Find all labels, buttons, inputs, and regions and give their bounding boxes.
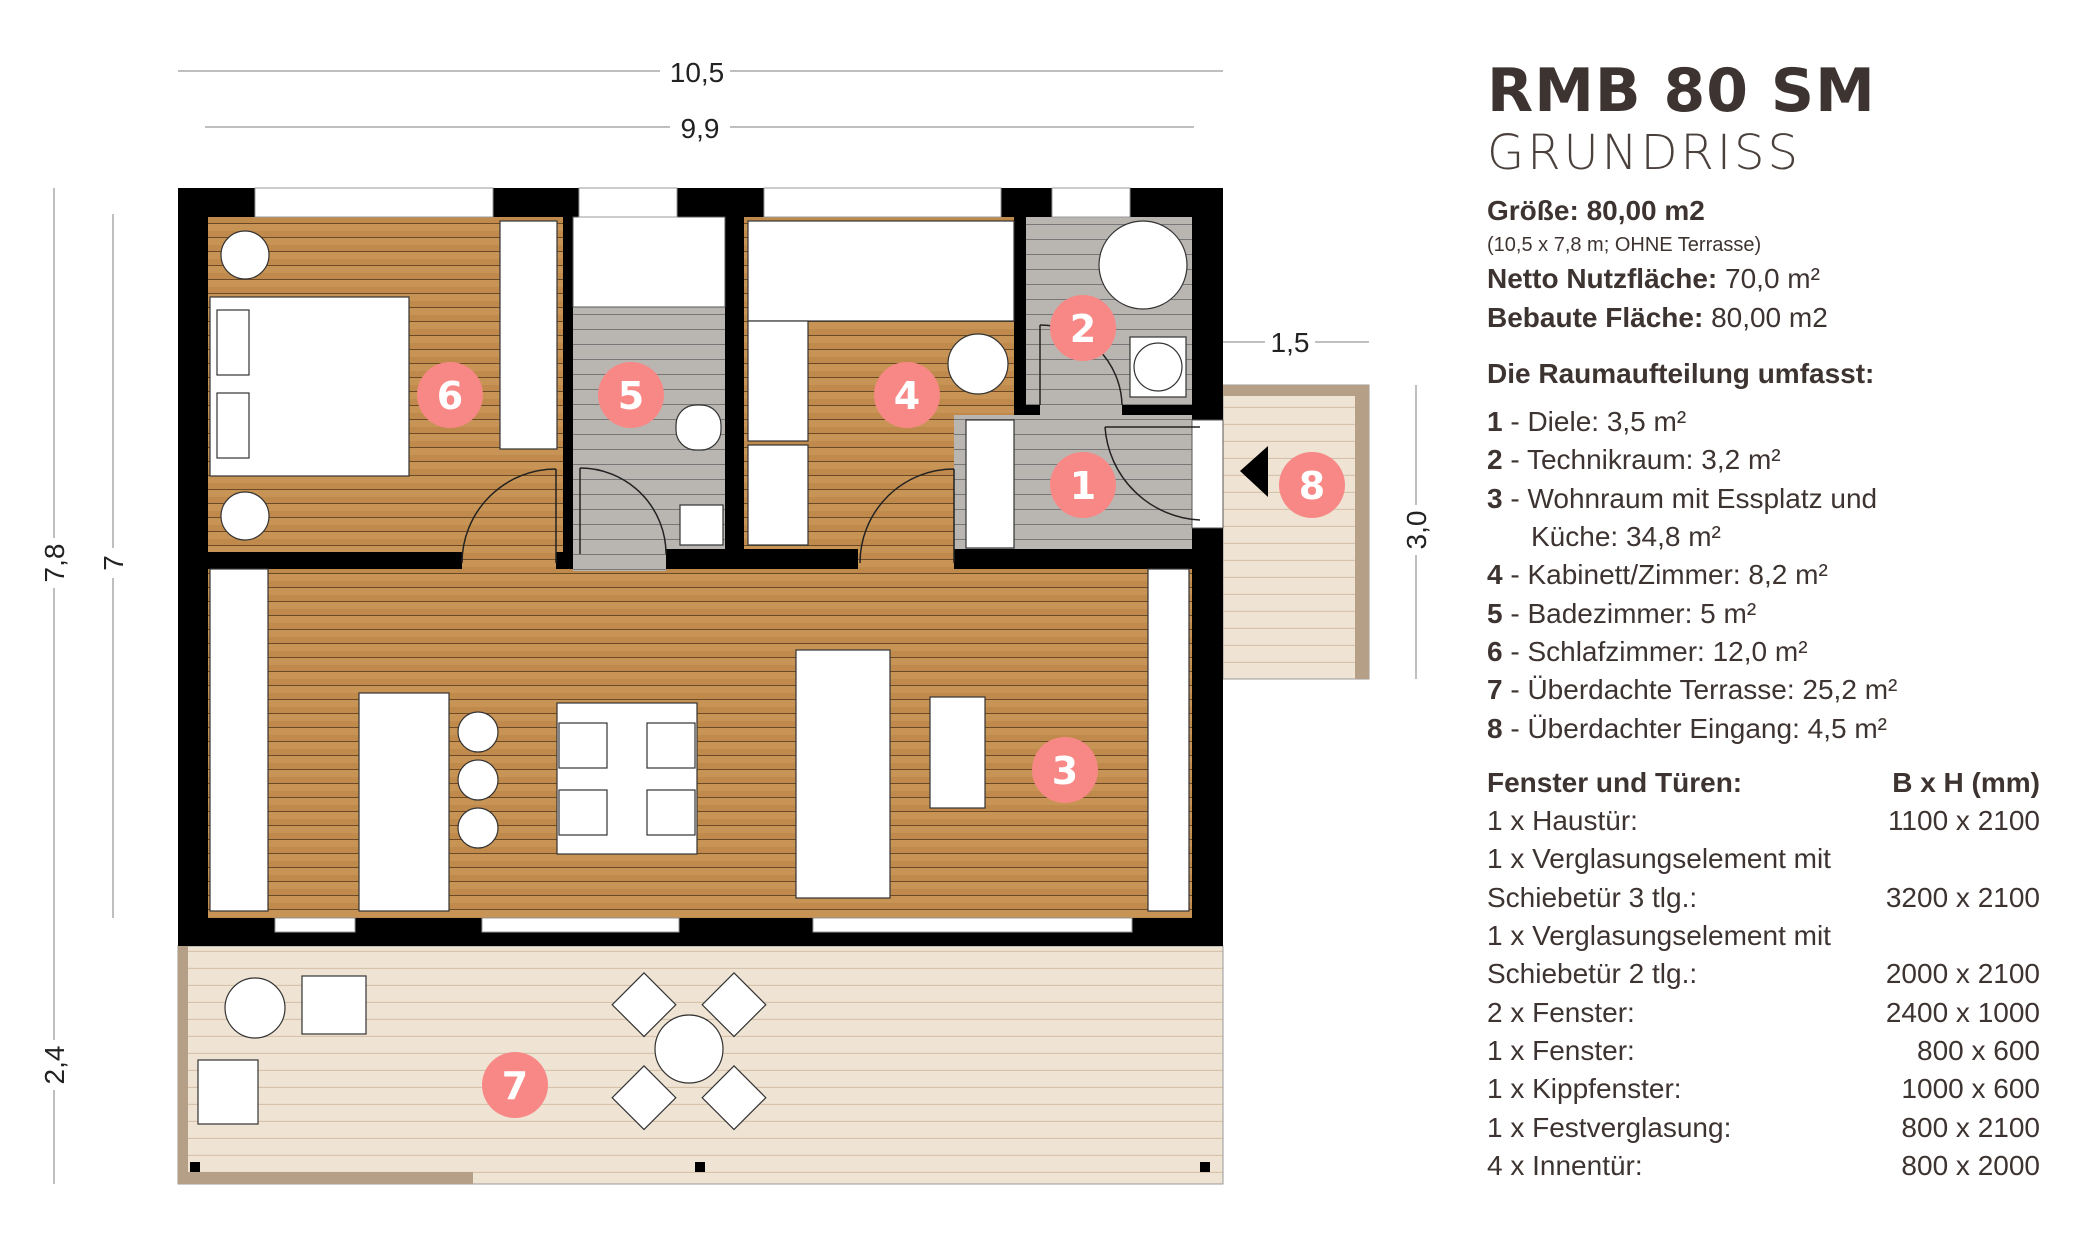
size-label: Größe:	[1487, 195, 1579, 226]
opening-row: 1 x Festverglasung:800 x 2100	[1487, 1111, 2040, 1143]
net-area-value: 70,0 m²	[1725, 263, 1820, 295]
badge-room-3: 3	[1032, 737, 1098, 803]
opening-row: 4 x Innentür:800 x 2000	[1487, 1149, 2040, 1181]
entrance-railing	[1223, 385, 1369, 679]
entrance-terrace-8	[1222, 384, 1370, 680]
dim-total-width: 10,5	[670, 57, 725, 88]
size-note: (10,5 x 7,8 m; OHNE Terrasse)	[1487, 234, 1762, 257]
door-opening-6	[462, 549, 556, 571]
openings-header: Fenster und Türen:B x H (mm)	[1487, 766, 2040, 798]
svg-text:5: 5	[618, 374, 644, 418]
size-value: 80,00 m2	[1586, 195, 1705, 226]
net-area-label: Netto Nutzfläche:	[1487, 263, 1718, 295]
dim-inner-width: 9,9	[681, 113, 720, 144]
rooms-heading: Die Raumaufteilung umfasst:	[1487, 357, 1875, 389]
opening-row: 1 x Fenster:800 x 600	[1487, 1034, 2040, 1066]
svg-text:8: 8	[1299, 464, 1325, 508]
room-item: 8 - Überdachter Eingang: 4,5 m²	[1487, 712, 1887, 744]
badge-room-8: 8	[1279, 452, 1345, 518]
dim-entrance-width: 1,5	[1271, 327, 1310, 358]
svg-text:6: 6	[437, 374, 463, 418]
opening-row: 1 x Haustür:1100 x 2100	[1487, 805, 2040, 837]
svg-text:2: 2	[1070, 307, 1096, 351]
built-area-line: Bebaute Fläche: 80,00 m2	[1487, 299, 2047, 337]
svg-text:3: 3	[1052, 749, 1078, 793]
door-opening-2	[1040, 403, 1122, 417]
net-area-line: Netto Nutzfläche: 70,0 m²	[1487, 260, 2047, 298]
room-item: 5 - Badezimmer: 5 m²	[1487, 597, 1757, 629]
badge-room-7: 7	[482, 1052, 548, 1118]
room-item: 6 - Schlafzimmer: 12,0 m²	[1487, 635, 1808, 667]
bathroom-shower	[572, 216, 726, 308]
page-subtitle: GRUNDRISS	[1487, 125, 1801, 181]
dim-terrace-depth: 2,4	[39, 1046, 70, 1085]
built-area-value: 80,00 m2	[1711, 301, 1828, 333]
door-opening-5	[573, 549, 666, 571]
svg-text:1: 1	[1070, 464, 1096, 508]
size-line: Größe: 80,00 m2	[1487, 192, 2047, 230]
svg-text:4: 4	[894, 374, 920, 418]
openings-table: Fenster und Türen:B x H (mm) 1 x Haustür…	[1487, 764, 2040, 1185]
opening-row: 1 x Verglasungselement mit	[1487, 843, 1831, 875]
badge-room-4: 4	[874, 362, 940, 428]
room-item: 1 - Diele: 3,5 m²	[1487, 406, 1687, 438]
furniture	[197, 220, 1190, 1131]
badge-room-2: 2	[1050, 295, 1116, 361]
room-item: 7 - Überdachte Terrasse: 25,2 m²	[1487, 674, 1898, 706]
badge-room-1: 1	[1050, 452, 1116, 518]
badge-room-5: 5	[598, 362, 664, 428]
room-badges: 1 2 3 4 5 6 7 8	[417, 295, 1345, 1118]
dim-entrance-depth: 3,0	[1401, 511, 1432, 550]
opening-row: Schiebetür 3 tlg.:3200 x 2100	[1487, 881, 2040, 913]
room-item-continued: Küche: 34,8 m²	[1531, 521, 1721, 553]
dim-inner-depth: 7	[98, 555, 129, 571]
opening-row: 1 x Verglasungselement mit	[1487, 920, 1831, 952]
built-area-label: Bebaute Fläche:	[1487, 301, 1704, 333]
opening-row: 2 x Fenster:2400 x 1000	[1487, 996, 2040, 1028]
dim-total-depth: 7,8	[39, 544, 70, 583]
opening-row: Schiebetür 2 tlg.:2000 x 2100	[1487, 958, 2040, 990]
info-panel: RMB 80 SM GRUNDRISS Größe: 80,00 m2 (10,…	[1487, 56, 2047, 1185]
badge-room-6: 6	[417, 362, 483, 428]
dimension-labels: 10,5 9,9 7,8 7 2,4 1,5 3,0	[38, 52, 1432, 1090]
room-3-living	[208, 569, 1192, 918]
front-door	[1191, 419, 1224, 529]
room-item: 4 - Kabinett/Zimmer: 8,2 m²	[1487, 559, 1828, 591]
page-title: RMB 80 SM	[1487, 56, 1876, 126]
rooms-list: 1 - Diele: 3,5 m² 2 - Technikraum: 3,2 m…	[1487, 403, 2047, 748]
room-item: 2 - Technikraum: 3,2 m²	[1487, 444, 1781, 476]
terrace-posts	[190, 1162, 1210, 1172]
svg-text:7: 7	[502, 1064, 528, 1108]
windows	[254, 187, 1133, 933]
opening-row: 1 x Kippfenster:1000 x 600	[1487, 1073, 2040, 1105]
entrance-arrow-icon	[1240, 446, 1268, 497]
terrace-railing	[178, 946, 473, 1184]
door-opening-4	[858, 549, 954, 571]
room-item: 3 - Wohnraum mit Essplatz und	[1487, 482, 1878, 514]
